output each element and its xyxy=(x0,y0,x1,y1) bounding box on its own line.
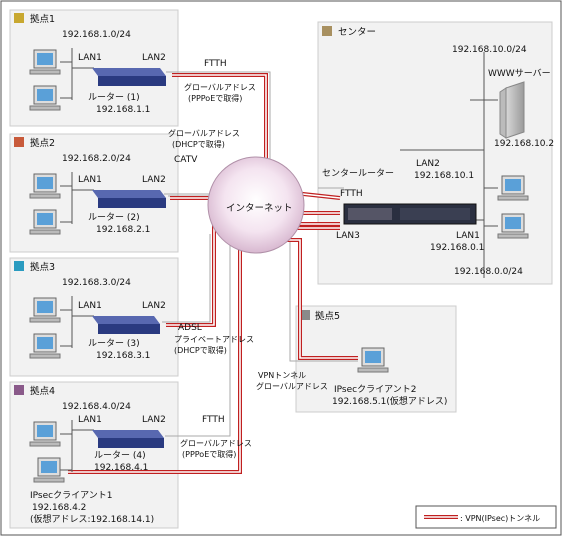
site4-client-ip: 192.168.4.2 xyxy=(32,503,86,513)
site2-title: 拠点2 xyxy=(30,137,55,149)
pppoe1-label: (PPPoEで取得) xyxy=(188,93,242,103)
site3-subnet: 192.168.3.0/24 xyxy=(62,278,131,288)
center-wan-label: FTTH xyxy=(340,189,363,199)
center-lan2-label: LAN2 xyxy=(416,159,440,169)
center-lan1-ip: 192.168.0.1 xyxy=(430,243,484,253)
site5-client-pc-icon xyxy=(357,347,389,373)
site1-pc-b-icon xyxy=(29,85,61,111)
site2-router-name: ルーター (2) xyxy=(88,212,140,223)
site3-title: 拠点3 xyxy=(30,261,55,273)
site3-color-tag xyxy=(14,261,24,271)
router2-icon xyxy=(92,190,166,208)
center-pc-a-icon xyxy=(497,175,529,201)
site5-client-ip: 192.168.5.1(仮想アドレス) xyxy=(332,395,447,407)
site4-color-tag xyxy=(14,385,24,395)
site3-router-ip: 192.168.3.1 xyxy=(96,351,150,361)
site3-lan2-label: LAN2 xyxy=(142,301,166,311)
global4-label: グローバルアドレス xyxy=(180,438,252,448)
site2-color-tag xyxy=(14,137,24,147)
site5-labels: IPsecクライアント2 192.168.5.1(仮想アドレス) xyxy=(332,384,447,407)
adsl-label: ADSL xyxy=(178,323,202,333)
site2-labels: 192.168.2.0/24 LAN1 LAN2 ルーター (2) 192.16… xyxy=(62,154,166,235)
www-server-icon xyxy=(499,81,525,139)
pc-icons xyxy=(29,49,529,483)
site4-lan1-label: LAN1 xyxy=(78,415,102,425)
global2-label: グローバルアドレス xyxy=(168,128,240,138)
site4-lan2-label: LAN2 xyxy=(142,415,166,425)
site1-router-ip: 192.168.1.1 xyxy=(96,105,150,115)
pppoe4-label: (PPPoEで取得) xyxy=(182,449,236,459)
site1-title: 拠点1 xyxy=(30,13,55,25)
center-title: センター xyxy=(338,27,376,38)
center-lan2-ip: 192.168.10.1 xyxy=(414,171,474,181)
site4-router-name: ルーター (4) xyxy=(94,450,146,461)
site3-pc-a-icon xyxy=(29,297,61,323)
site4-box: 拠点4 xyxy=(9,381,179,529)
center-subnet10: 192.168.10.0/24 xyxy=(452,45,527,55)
site2-router-ip: 192.168.2.1 xyxy=(96,225,150,235)
private3-label: プライベートアドレス xyxy=(174,335,254,344)
site4-router-ip: 192.168.4.1 xyxy=(94,463,148,473)
site4-labels: 192.168.4.0/24 LAN1 LAN2 ルーター (4) 192.16… xyxy=(30,402,166,525)
site1-pc-a-icon xyxy=(29,49,61,75)
site4-client-virtual: (仮想アドレス:192.168.14.1) xyxy=(30,513,154,525)
legend: : VPN(IPsec)トンネル xyxy=(415,505,557,529)
center-box: センター xyxy=(317,21,553,285)
site1-router-name: ルーター (1) xyxy=(88,92,140,103)
site4-subnet: 192.168.4.0/24 xyxy=(62,402,131,412)
center-lan3-label: LAN3 xyxy=(336,231,360,241)
center-lan1-label: LAN1 xyxy=(456,231,480,241)
site5-client-name: IPsecクライアント2 xyxy=(334,384,416,395)
site4-client-name: IPsecクライアント1 xyxy=(30,490,112,501)
center-subnet0: 192.168.0.0/24 xyxy=(454,267,523,277)
connection-labels: FTTH グローバルアドレス (PPPoEで取得) グローバルアドレス (DHC… xyxy=(168,59,328,459)
center-router-icon xyxy=(343,203,477,225)
site4-title: 拠点4 xyxy=(30,385,55,397)
site3-labels: 192.168.3.0/24 LAN1 LAN2 ルーター (3) 192.16… xyxy=(62,278,166,361)
ftth1-label: FTTH xyxy=(204,59,227,69)
site2-lan1-label: LAN1 xyxy=(78,175,102,185)
center-pc-b-icon xyxy=(497,213,529,239)
site2-pc-a-icon xyxy=(29,173,61,199)
center-color-tag xyxy=(322,26,332,36)
site5-title: 拠点5 xyxy=(315,310,340,322)
site5-color-tag xyxy=(300,310,310,320)
router3-icon xyxy=(92,316,160,334)
site3-lan1-label: LAN1 xyxy=(78,301,102,311)
internet-label: インターネット xyxy=(226,203,293,214)
site2-subnet: 192.168.2.0/24 xyxy=(62,154,131,164)
ftth4-label: FTTH xyxy=(202,415,225,425)
site1-subnet: 192.168.1.0/24 xyxy=(62,30,131,40)
site3-pc-b-icon xyxy=(29,333,61,359)
center-labels: 192.168.10.0/24 WWWサーバー 192.168.10.2 センタ… xyxy=(322,45,554,277)
vpn-global-label: グローバルアドレス xyxy=(256,381,328,391)
www-server-label: WWWサーバー xyxy=(488,68,551,79)
dhcp3-label: (DHCPで取得) xyxy=(174,345,227,355)
site1-lan2-label: LAN2 xyxy=(142,53,166,63)
site3-router-name: ルーター (3) xyxy=(88,338,140,349)
site2-lan2-label: LAN2 xyxy=(142,175,166,185)
site1-labels: 192.168.1.0/24 LAN1 LAN2 ルーター (1) 192.16… xyxy=(62,30,166,115)
site2-pc-b-icon xyxy=(29,209,61,235)
legend-label: : VPN(IPsec)トンネル xyxy=(460,514,540,523)
router-icons xyxy=(92,68,477,448)
vpn-tunnel-label: VPNトンネル xyxy=(258,371,306,380)
site1-color-tag xyxy=(14,13,24,23)
router4-icon xyxy=(92,430,164,448)
www-server-ip: 192.168.10.2 xyxy=(494,139,554,149)
global1-label: グローバルアドレス xyxy=(184,82,256,92)
center-router-label: センタールーター xyxy=(322,168,394,179)
internet-cloud: インターネット xyxy=(207,156,305,254)
dhcp2-label: (DHCPで取得) xyxy=(172,139,225,149)
router1-icon xyxy=(92,68,166,86)
site1-lan1-label: LAN1 xyxy=(78,53,102,63)
catv-label: CATV xyxy=(174,155,198,165)
site4-client-pc-icon xyxy=(33,457,65,483)
site4-pc-a-icon xyxy=(29,421,61,447)
